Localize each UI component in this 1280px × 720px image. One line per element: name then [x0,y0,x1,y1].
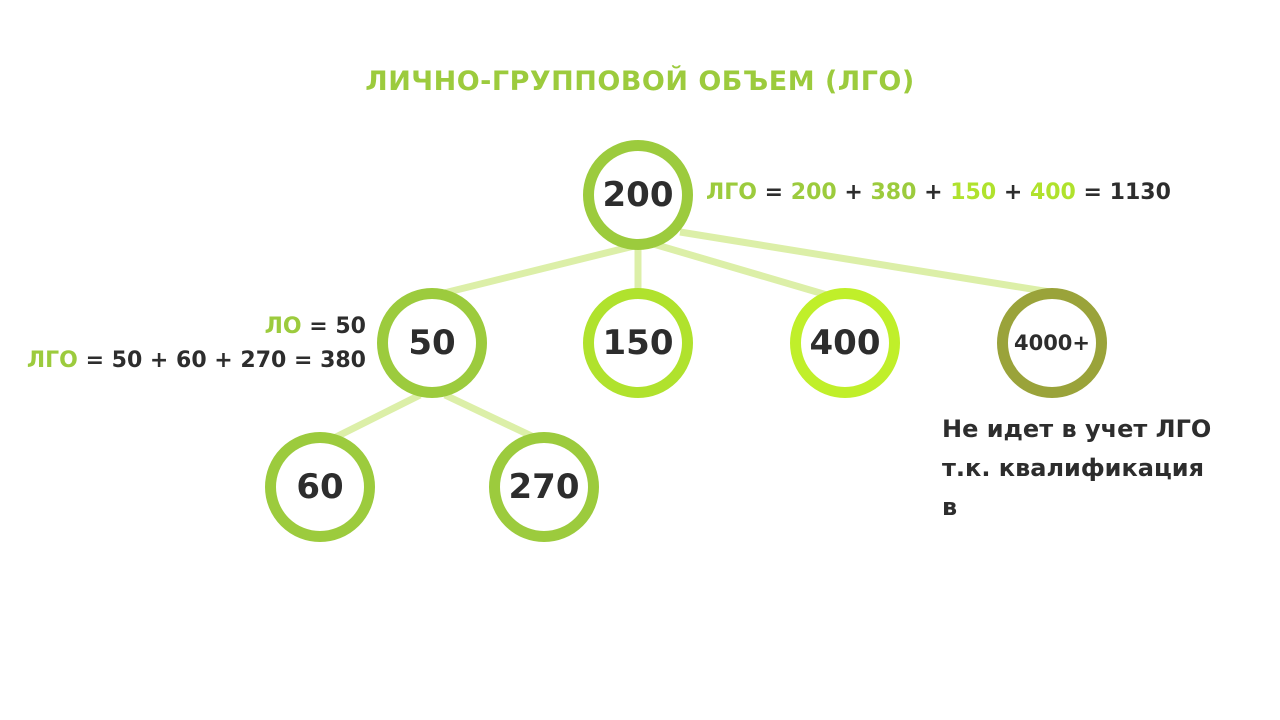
diagram-title: ЛИЧНО-ГРУППОВОЙ ОБЪЕМ (ЛГО) [365,66,915,97]
root-formula-total: 1130 [1109,180,1171,205]
node-50: 50 [377,288,487,398]
exclusion-note: Не идет в учет ЛГО т.к. квалификация в [942,415,1212,521]
lo-value: = 50 [309,314,366,339]
node-400: 400 [790,288,900,398]
root-formula-label: ЛГО [706,180,757,205]
link-root-4000 [679,228,1051,296]
node-root: 200 [583,140,693,250]
root-formula-plus: + [924,180,943,205]
node-50-value: 50 [408,323,456,363]
lo-label: ЛО [264,314,302,339]
node-root-value: 200 [602,175,674,215]
lo-formula: ЛО = 50 [265,314,366,339]
root-formula-plus: + [1003,180,1023,205]
node-60: 60 [265,432,375,542]
root-formula: ЛГО = 200 + 380 + 150 + 400 = 1130 [706,180,1171,205]
link-50-270 [443,391,542,444]
node-150: 150 [583,288,693,398]
root-formula-eq: = [1083,180,1102,205]
node-4000plus: 4000+ [997,288,1107,398]
link-50-60 [328,391,422,444]
node-270: 270 [489,432,599,542]
root-formula-term-c: 150 [950,180,997,205]
root-formula-plus: + [844,180,863,205]
lgo-label: ЛГО [26,348,78,373]
root-formula-eq: = [764,180,784,205]
node-150-value: 150 [602,323,674,363]
node-270-value: 270 [508,467,580,507]
lgo-formula: ЛГО = 50 + 60 + 270 = 380 [27,348,366,373]
root-formula-term-a: 200 [790,180,837,205]
root-formula-term-b: 380 [870,180,917,205]
link-root-50 [435,241,639,299]
link-root-400 [649,239,845,304]
root-formula-term-d: 400 [1029,180,1076,205]
lgo-value: = 50 + 60 + 270 = 380 [85,348,366,373]
node-4000plus-value: 4000+ [1013,331,1091,355]
node-400-value: 400 [809,323,881,363]
node-60-value: 60 [296,467,344,507]
